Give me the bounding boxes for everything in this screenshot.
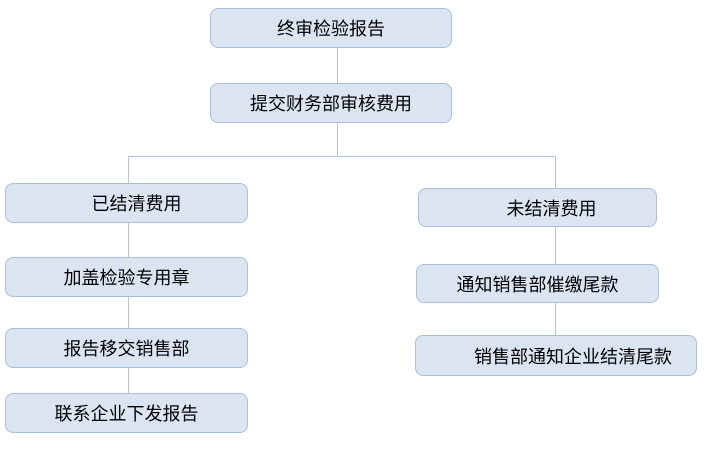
- connector-final-report-to-submit-finance: [337, 48, 338, 83]
- node-label: 未结清费用: [506, 198, 597, 219]
- connector-fees-unsettled-to-notify: [555, 227, 556, 264]
- node-fees-unsettled: 未结清费用: [418, 188, 657, 227]
- node-final-report: 终审检验报告: [210, 8, 452, 48]
- node-label: 已结清费用: [91, 194, 182, 214]
- connector-branch-horizontal: [128, 156, 556, 157]
- node-label: 提交财务部审核费用: [250, 94, 412, 114]
- connector-report-to-sales-to-contact: [128, 368, 129, 393]
- connector-notify-to-sales-notify: [555, 303, 556, 335]
- connector-submit-finance-down: [337, 123, 338, 156]
- connector-fees-settled-to-stamp: [128, 223, 129, 257]
- node-contact-enterprise-issue: 联系企业下发报告: [5, 393, 248, 433]
- node-report-to-sales: 报告移交销售部: [5, 328, 248, 368]
- connector-branch-to-fees-unsettled: [555, 156, 556, 188]
- node-label: 终审检验报告: [277, 19, 385, 39]
- node-label: 报告移交销售部: [63, 339, 190, 359]
- node-stamp-inspection-seal: 加盖检验专用章: [5, 257, 248, 297]
- node-label: 加盖检验专用章: [63, 268, 190, 288]
- node-label: 通知销售部催缴尾款: [456, 274, 619, 295]
- node-notify-sales-collect: 通知销售部催缴尾款: [416, 264, 659, 303]
- node-sales-notify-settle: 销售部通知企业结清尾款: [415, 335, 697, 376]
- node-submit-finance-review: 提交财务部审核费用: [210, 83, 452, 123]
- node-label: 联系企业下发报告: [54, 404, 199, 424]
- connector-stamp-to-report-to-sales: [128, 297, 129, 328]
- node-fees-settled: 已结清费用: [5, 183, 248, 223]
- node-label: 销售部通知企业结清尾款: [474, 346, 672, 367]
- connector-branch-to-fees-settled: [128, 156, 129, 183]
